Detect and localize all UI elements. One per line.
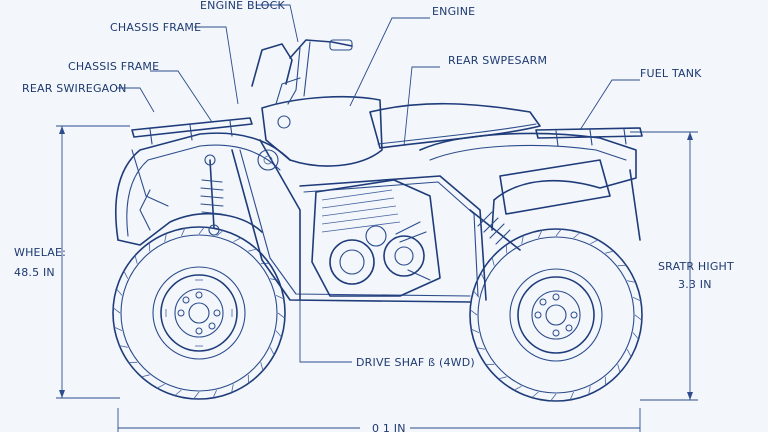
callout-fuel-tank: FUEL TANK <box>640 67 702 80</box>
tire-tread-mark <box>260 362 264 371</box>
front-fender <box>115 132 291 246</box>
tire-tread-mark <box>269 347 275 356</box>
rear-shock-absorber <box>469 209 521 251</box>
callout-chassis-frame: CHASSIS FRAME <box>68 60 159 73</box>
tire-tread-mark <box>550 393 557 402</box>
tire-tread-mark <box>248 248 257 252</box>
tire-tread-mark <box>156 383 165 389</box>
fuel-tank-box <box>499 159 611 215</box>
callout-rear-swingarm-right: REAR SWPESARM <box>448 54 547 67</box>
tire-tread-mark <box>193 391 200 400</box>
tire-tread-mark <box>141 374 150 378</box>
tire-tread-mark <box>233 237 242 243</box>
tire-tread-mark <box>605 250 614 254</box>
wheelbase-value: 48.5 IN <box>14 266 55 279</box>
tire-tread-mark <box>174 389 182 396</box>
tire-tread-mark <box>270 278 279 281</box>
rear-wheel <box>469 228 643 402</box>
seat <box>369 102 541 149</box>
bottom-dimension-label: 0 1 IN <box>372 422 406 432</box>
tire-tread-mark <box>277 312 286 319</box>
callout-engine-block: ENGINE BLOCK <box>200 0 285 12</box>
tire-tread-mark <box>627 280 636 283</box>
rear-rack <box>535 127 643 147</box>
tire-tread-mark <box>513 385 522 391</box>
tire-tread-mark <box>198 226 205 235</box>
tire-tread-mark <box>590 239 599 245</box>
tire-tread-mark <box>521 235 524 244</box>
tire-tread-mark <box>555 228 562 237</box>
tire-tread-mark <box>231 384 234 393</box>
seat-height-label: SRATR HIGHT <box>658 260 734 273</box>
tire-tread-mark <box>275 295 284 300</box>
tire-tread-mark <box>634 314 643 321</box>
tire-tread-mark <box>491 257 495 266</box>
tire-tread-mark <box>112 307 121 314</box>
callout-chassis-frame-top: CHASSIS FRAME <box>110 21 201 34</box>
tire-tread-mark <box>119 345 128 348</box>
body-shell <box>261 77 383 167</box>
front-shock-absorber <box>200 154 224 236</box>
tire-tread-mark <box>569 391 574 400</box>
tire-tread-mark <box>588 386 591 395</box>
tire-tread-mark <box>469 309 478 316</box>
tire-tread-mark <box>626 349 632 358</box>
tire-tread-mark <box>632 297 641 302</box>
callout-engine: ENGINE <box>432 5 475 18</box>
front-wheel <box>112 226 286 400</box>
bottom-length-dimension <box>117 408 641 432</box>
tire-tread-mark <box>181 228 186 237</box>
tire-tread-mark <box>164 233 167 242</box>
wheelbase-label: WHELAE: <box>14 246 66 259</box>
callout-drive-shaft: DRIVE SHAF ß (4WD) <box>356 356 475 369</box>
handlebar-assembly <box>251 39 353 105</box>
tire-tread-mark <box>114 326 123 331</box>
tire-tread-mark <box>275 330 282 338</box>
engine-assembly <box>257 149 441 297</box>
seat-height-value: 3.3 IN <box>678 278 712 291</box>
tire-tread-mark <box>531 391 539 398</box>
callout-rear-swingarm-left: REAR SWIREGAON <box>22 82 127 95</box>
tire-tread-mark <box>134 255 138 264</box>
tire-tread-mark <box>498 376 507 380</box>
tire-tread-mark <box>116 288 123 296</box>
tire-tread-mark <box>216 230 224 237</box>
front-rack <box>131 117 253 145</box>
tire-tread-mark <box>573 232 581 239</box>
tire-tread-mark <box>123 270 129 279</box>
rear-fender <box>419 132 641 241</box>
chassis-frame-tubes <box>231 139 487 303</box>
tire-tread-mark <box>632 332 639 340</box>
tire-tread-mark <box>476 347 485 350</box>
left-height-dimension <box>56 125 130 399</box>
tire-tread-mark <box>617 364 621 373</box>
tire-tread-mark <box>471 328 480 333</box>
leader-lines <box>116 4 640 363</box>
tire-tread-mark <box>538 230 543 239</box>
tire-tread-mark <box>212 389 217 398</box>
